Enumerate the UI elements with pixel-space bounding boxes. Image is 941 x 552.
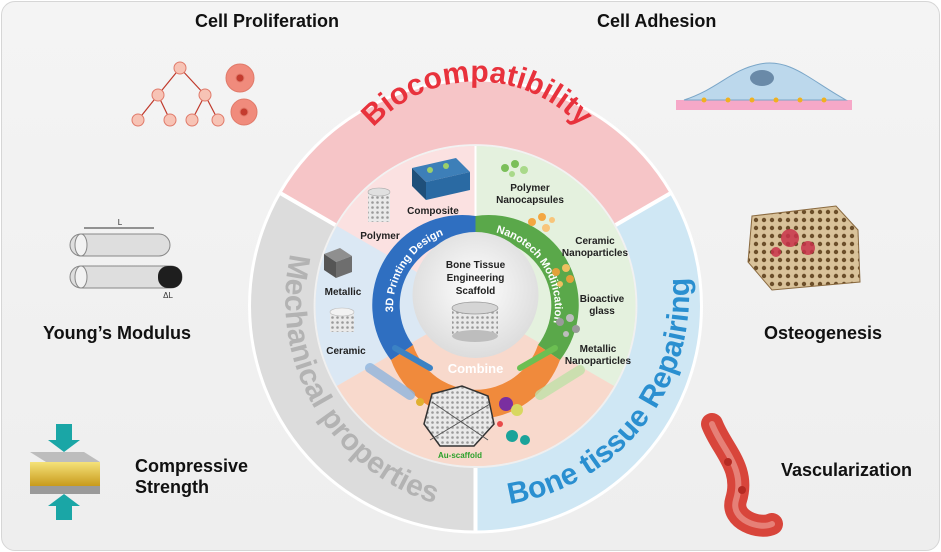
composite-label: Composite xyxy=(407,206,459,217)
center-line-1: Bone Tissue xyxy=(446,260,506,271)
mechanical-sector xyxy=(249,192,476,532)
compressive-line-2: Strength xyxy=(135,477,209,497)
polymer-nanocapsules-line-2: Nanocapsules xyxy=(496,195,564,206)
youngs-modulus-illustration xyxy=(69,227,183,289)
length-symbol: L xyxy=(118,218,123,227)
ceramic-nanoparticles-line-2: Nanoparticles xyxy=(562,248,629,259)
compressive-line-1: Compressive xyxy=(135,456,249,476)
ceramic-label: Ceramic xyxy=(326,346,366,357)
au-scaffold-label: Au-scaffold xyxy=(438,451,482,460)
ceramic-nanoparticles-line-1: Ceramic xyxy=(575,236,615,247)
youngs-modulus-label: Young’s Modulus xyxy=(43,323,191,343)
vascularization-illustration xyxy=(701,413,783,537)
polymer-icon xyxy=(367,187,391,222)
cell-proliferation-label: Cell Proliferation xyxy=(195,11,340,31)
metallic-nanoparticles-line-1: Metallic xyxy=(580,344,617,355)
delta-length-symbol: ΔL xyxy=(163,291,173,300)
ceramic-icon xyxy=(329,307,355,332)
vascularization-label: Vascularization xyxy=(781,460,913,480)
dividing-cells-icon xyxy=(131,61,258,127)
polymer-nanocapsules-line-1: Polymer xyxy=(510,183,550,194)
biocompatibility-sector xyxy=(279,80,672,225)
metallic-nanoparticles-icon xyxy=(556,314,580,337)
au-scaffold-product xyxy=(365,363,585,447)
printing-ring-segment xyxy=(372,215,476,360)
bioactive-glass-icon xyxy=(552,264,574,287)
polymer-nanocapsules-icon xyxy=(501,160,528,177)
polymer-label: Polymer xyxy=(360,231,400,242)
outer-ring xyxy=(248,78,703,534)
composite-icon xyxy=(412,158,470,200)
compressive-strength-label: Compressive Strength xyxy=(135,456,248,498)
compressive-strength-illustration xyxy=(30,424,100,520)
center-line-2: Engineering xyxy=(447,273,505,284)
metallic-label: Metallic xyxy=(325,287,362,298)
nanotech-ring-segment xyxy=(475,215,579,360)
center-line-3: Scaffold xyxy=(456,286,495,297)
ceramic-nanoparticles-icon xyxy=(528,213,555,232)
metallic-nanoparticles-line-2: Nanoparticles xyxy=(565,356,632,367)
osteogenesis-label: Osteogenesis xyxy=(764,323,883,343)
center-disk xyxy=(412,232,539,358)
bioactive-glass-line-2: glass xyxy=(589,306,615,317)
bone-repair-sector xyxy=(475,192,702,532)
combine-label: Combine xyxy=(448,361,504,376)
center-scaffold-icon xyxy=(451,301,499,342)
metallic-icon xyxy=(324,248,352,278)
bioactive-glass-line-1: Bioactive xyxy=(580,294,625,305)
cell-adhesion-illustration xyxy=(676,62,852,110)
cell-adhesion-label: Cell Adhesion xyxy=(597,11,717,31)
osteogenesis-illustration xyxy=(747,205,861,291)
